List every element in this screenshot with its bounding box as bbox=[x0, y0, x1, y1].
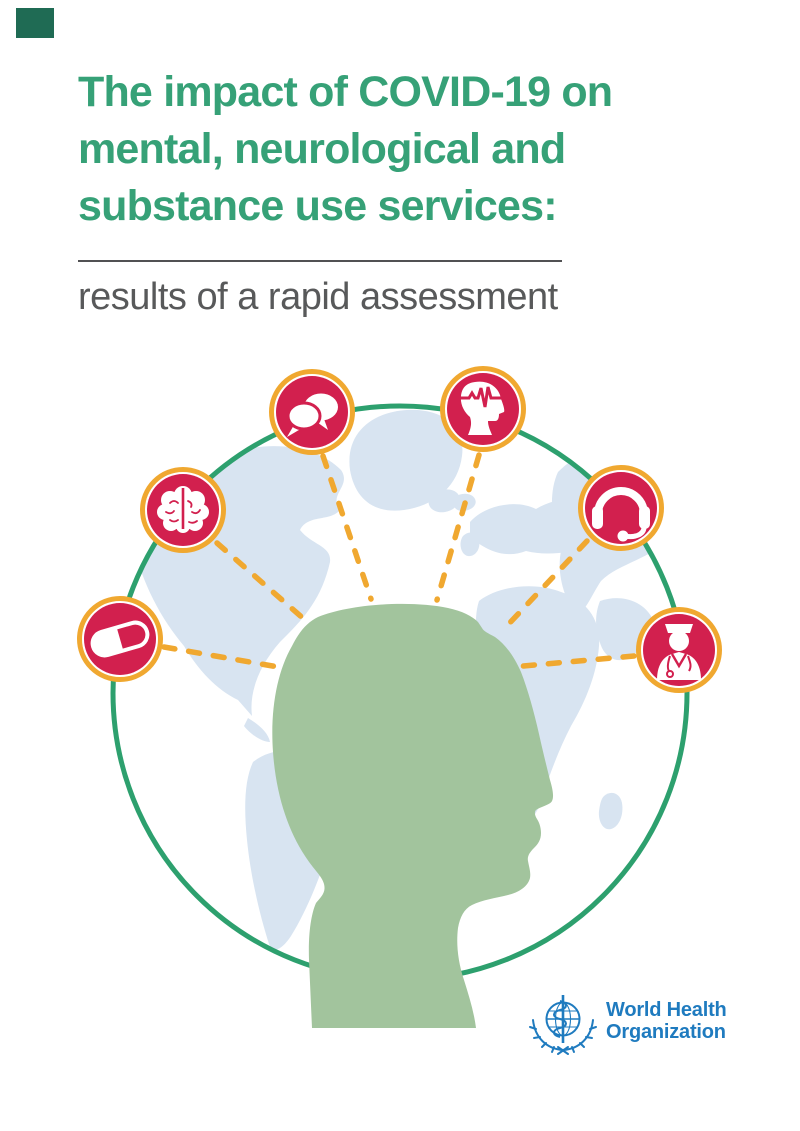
subtitle: results of a rapid assessment bbox=[78, 276, 558, 318]
who-name-line1: World Health bbox=[606, 999, 727, 1021]
title-line: The impact of COVID-19 on bbox=[78, 68, 613, 116]
title-line: mental, neurological and bbox=[78, 125, 566, 173]
who-logo: World Health Organization bbox=[528, 991, 727, 1059]
headset-icon bbox=[578, 465, 664, 551]
title-line: substance use services: bbox=[78, 182, 558, 230]
pill-icon bbox=[77, 596, 163, 682]
nurse-icon bbox=[636, 607, 722, 693]
dashed-connectors bbox=[161, 452, 637, 671]
head-pulse-icon bbox=[440, 366, 526, 452]
head-silhouette bbox=[272, 603, 554, 1028]
speech-bubbles-icon bbox=[269, 369, 355, 455]
who-name-line2: Organization bbox=[606, 1021, 726, 1043]
title-separator bbox=[78, 260, 562, 262]
brain-icon bbox=[140, 467, 226, 553]
who-wordmark: World Health Organization bbox=[606, 999, 727, 1043]
who-emblem-icon bbox=[529, 995, 597, 1055]
page-title: The impact of COVID-19 on mental, neurol… bbox=[78, 64, 613, 235]
corner-accent bbox=[16, 8, 54, 38]
